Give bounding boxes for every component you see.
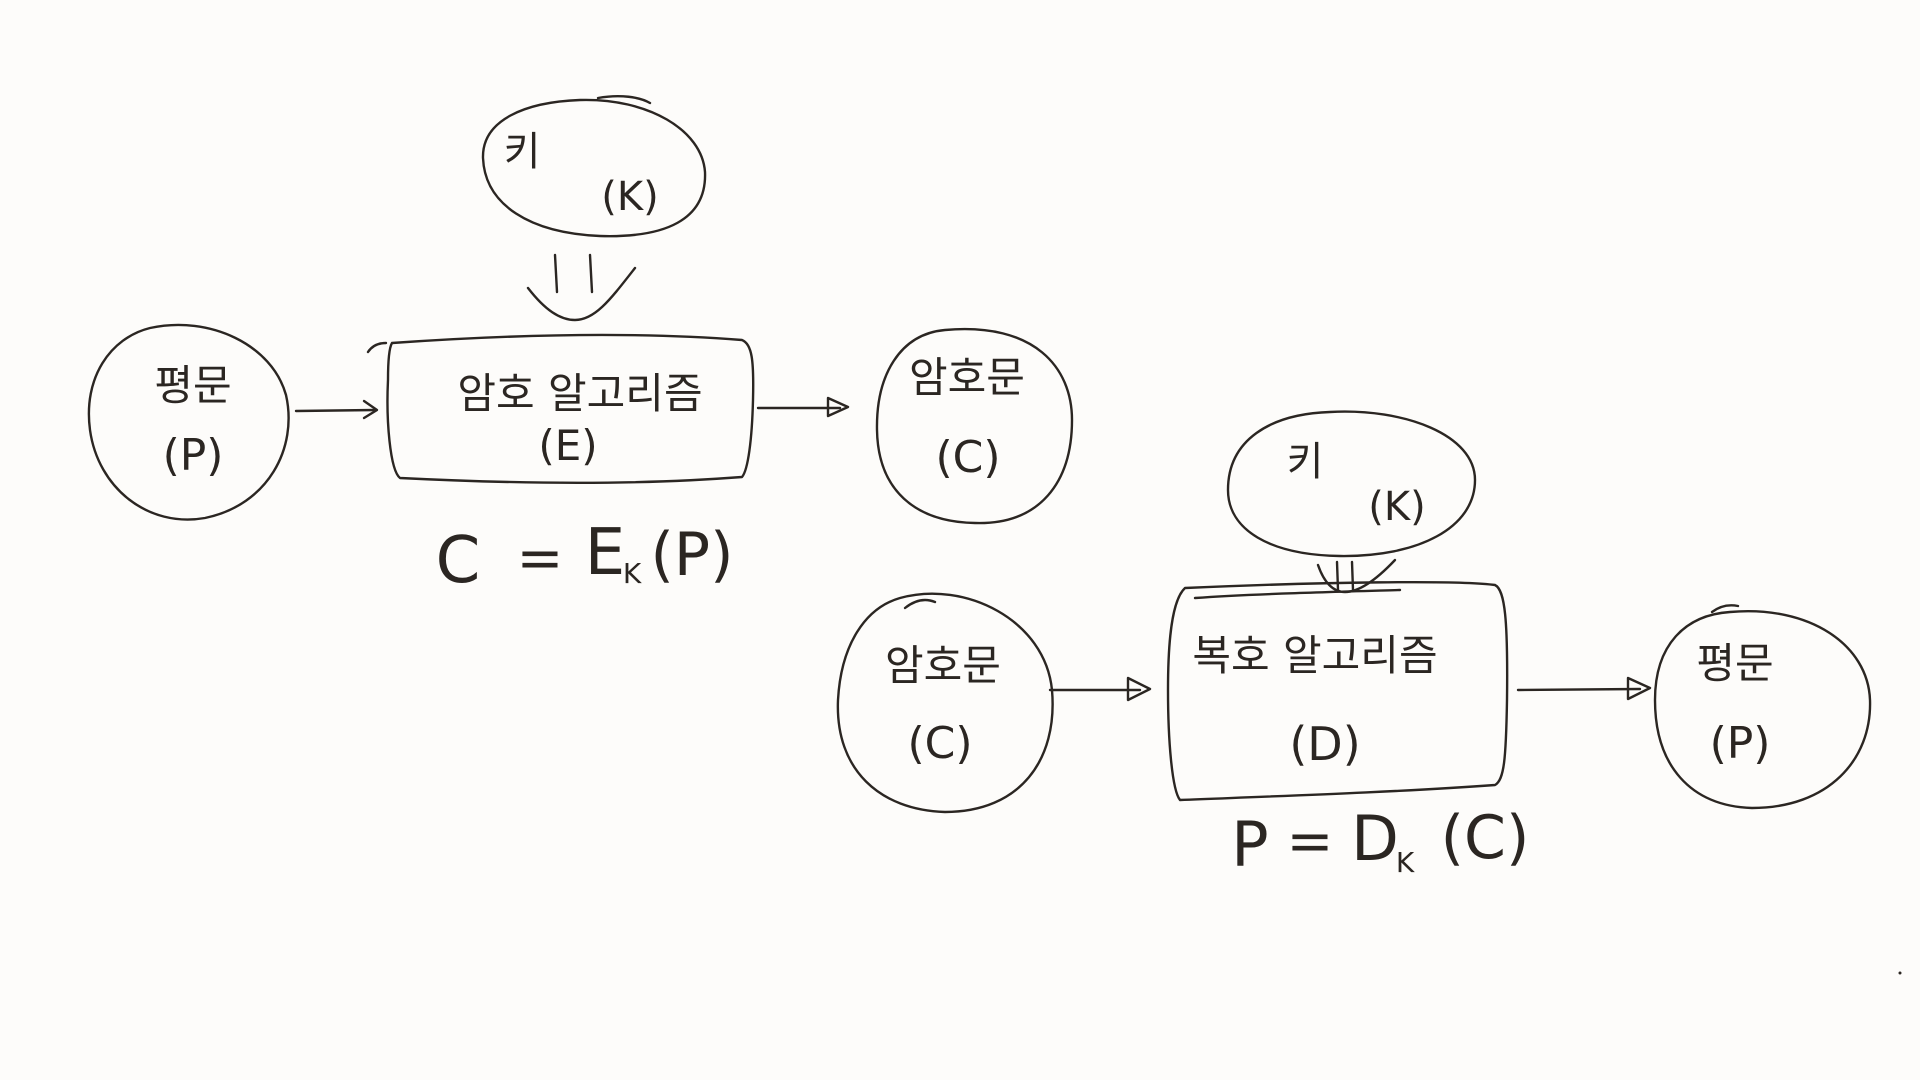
enc-key-label: 키 [504,129,541,175]
dec-plaintext-symbol: (P) [1710,718,1771,769]
dec-ciphertext-symbol: (C) [907,718,972,769]
dec-key-node: 키 (K) [1226,410,1477,558]
dec-algorithm-rect [1166,580,1509,802]
dec-key-circle [1226,410,1477,558]
enc-key-arrow [526,253,637,322]
dec-formula-sub: K [1396,846,1415,879]
enc-formula-arg: (P) [651,520,734,590]
dec-formula-fn: D [1351,802,1399,875]
dec-ciphertext-circle [836,592,1054,814]
dec-plaintext-label: 평문 [1696,639,1773,688]
dec-ciphertext-node: 암호문 (C) [836,592,1054,814]
enc-key-circle [481,98,707,238]
dec-plaintext-circle [1653,610,1872,810]
enc-algorithm-rect [386,333,755,484]
enc-arrow-out [756,396,850,418]
enc-algorithm-symbol: (E) [538,421,597,470]
enc-algorithm-label: 암호 알고리즘 [457,369,702,418]
enc-formula-lhs: C [436,524,481,598]
dec-formula-eq: = [1287,809,1334,874]
dec-key-arrow [1316,558,1397,594]
dec-arrow-out [1516,676,1652,701]
dec-formula-lhs: P [1231,808,1268,881]
enc-ciphertext-symbol: (C) [935,432,1000,483]
enc-key-node: 키 (K) [481,95,707,238]
enc-ciphertext-circle [875,327,1074,525]
dec-formula: P = D K (C) [1231,802,1529,881]
enc-formula-fn: E [585,516,625,590]
enc-formula-sub: K [623,557,642,590]
dec-algorithm-symbol: (D) [1289,717,1360,771]
enc-plaintext-label: 평문 [154,361,231,410]
dec-ciphertext-label: 암호문 [885,641,1001,690]
enc-plaintext-symbol: (P) [163,430,224,481]
dec-key-symbol: (K) [1368,484,1425,530]
dec-algorithm-label: 복호 알고리즘 [1192,631,1437,680]
stray-ink-dot [1898,971,1902,975]
enc-formula: C = E K (P) [436,516,734,598]
enc-ciphertext-node: 암호문 (C) [875,327,1074,525]
enc-algorithm-box: 암호 알고리즘 (E) [366,333,755,484]
enc-key-symbol: (K) [601,174,658,220]
enc-plaintext-circle [87,323,290,521]
dec-plaintext-node: 평문 (P) [1653,604,1872,810]
dec-formula-arg: (C) [1441,803,1530,873]
dec-key-label: 키 [1287,439,1324,485]
enc-ciphertext-label: 암호문 [909,353,1025,402]
enc-arrow-in [294,399,379,420]
enc-plaintext-node: 평문 (P) [87,323,290,521]
dec-arrow-in [1048,676,1152,702]
enc-formula-eq: = [517,526,564,591]
dec-algorithm-box: 복호 알고리즘 (D) [1166,580,1509,802]
